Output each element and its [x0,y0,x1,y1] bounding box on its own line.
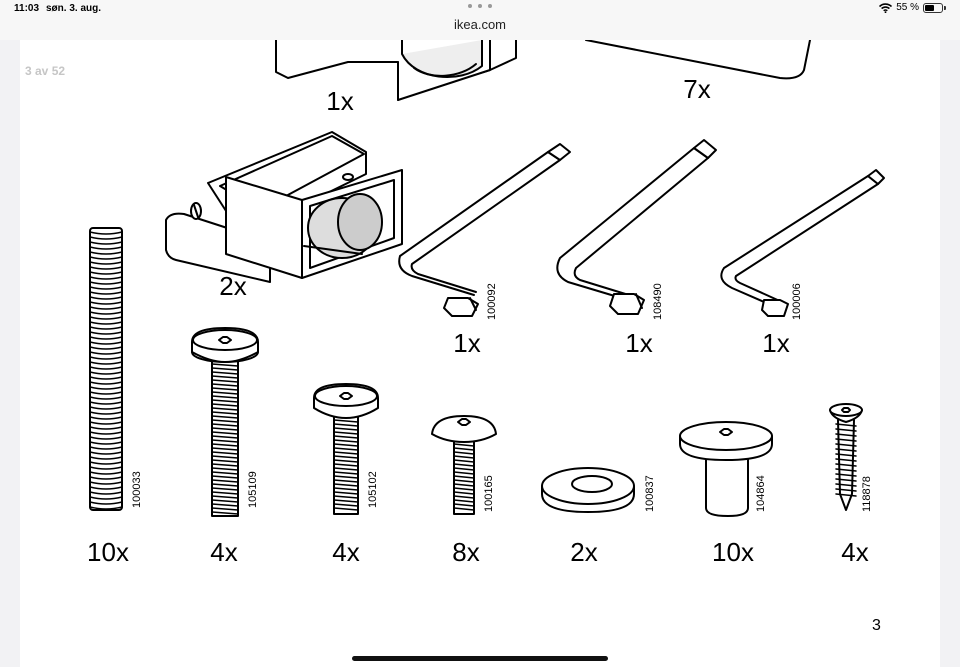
bolt-long-icon [192,328,258,516]
quantity-label: 1x [453,328,481,358]
quantity-label: 4x [210,537,238,567]
status-bar: 11:03 søn. 3. aug. ikea.com 55 % [0,0,960,40]
allen-key-icon [721,170,884,316]
battery-icon [923,2,943,13]
part-code: 105109 [247,471,259,508]
quantity-label: 7x [683,74,711,104]
status-indicators: 55 % [879,2,946,13]
part-code: 100837 [644,475,656,512]
quantity-label: 1x [762,328,790,358]
part-code: 118878 [861,476,873,512]
threaded-rod-icon [90,228,122,510]
quantity-label: 8x [452,537,480,567]
allen-key-icon [399,144,570,316]
part-code: 100006 [791,283,803,320]
assembly-illustration [20,40,940,667]
quantity-label: 1x [625,328,653,358]
bolt-short-icon [432,416,496,514]
page-number: 3 [872,617,881,634]
tab-options-icon[interactable] [468,2,492,10]
part-code: 100033 [131,471,143,508]
status-date: søn. 3. aug. [46,3,102,14]
part-code: 100165 [483,475,495,512]
part-code: 108490 [652,283,664,320]
roller-bracket-icon [166,132,402,282]
roller-bracket-partial-icon [276,40,516,100]
status-time: 11:03 [14,3,40,14]
document-page[interactable]: 3 av 52 [20,40,940,667]
page-counter: 3 av 52 [25,64,66,78]
washer-icon [542,468,634,512]
battery-percent: 55 % [896,2,919,13]
panel-partial-icon [586,40,810,78]
part-code: 105102 [367,471,379,508]
wood-screw-icon [830,404,862,510]
wifi-icon [879,2,893,13]
part-code: 100092 [486,283,498,320]
quantity-label: 4x [332,537,360,567]
address-bar-url[interactable]: ikea.com [453,17,507,32]
quantity-label: 2x [219,271,247,301]
quantity-label: 10x [87,537,129,567]
bolt-medium-icon [314,384,378,514]
quantity-label: 4x [841,537,869,567]
quantity-label: 2x [570,537,598,567]
home-indicator[interactable] [352,656,608,661]
quantity-label: 10x [712,537,754,567]
allen-key-icon [557,140,716,314]
quantity-label: 1x [326,86,354,116]
barrel-nut-icon [680,422,772,516]
part-code: 104864 [755,475,767,512]
